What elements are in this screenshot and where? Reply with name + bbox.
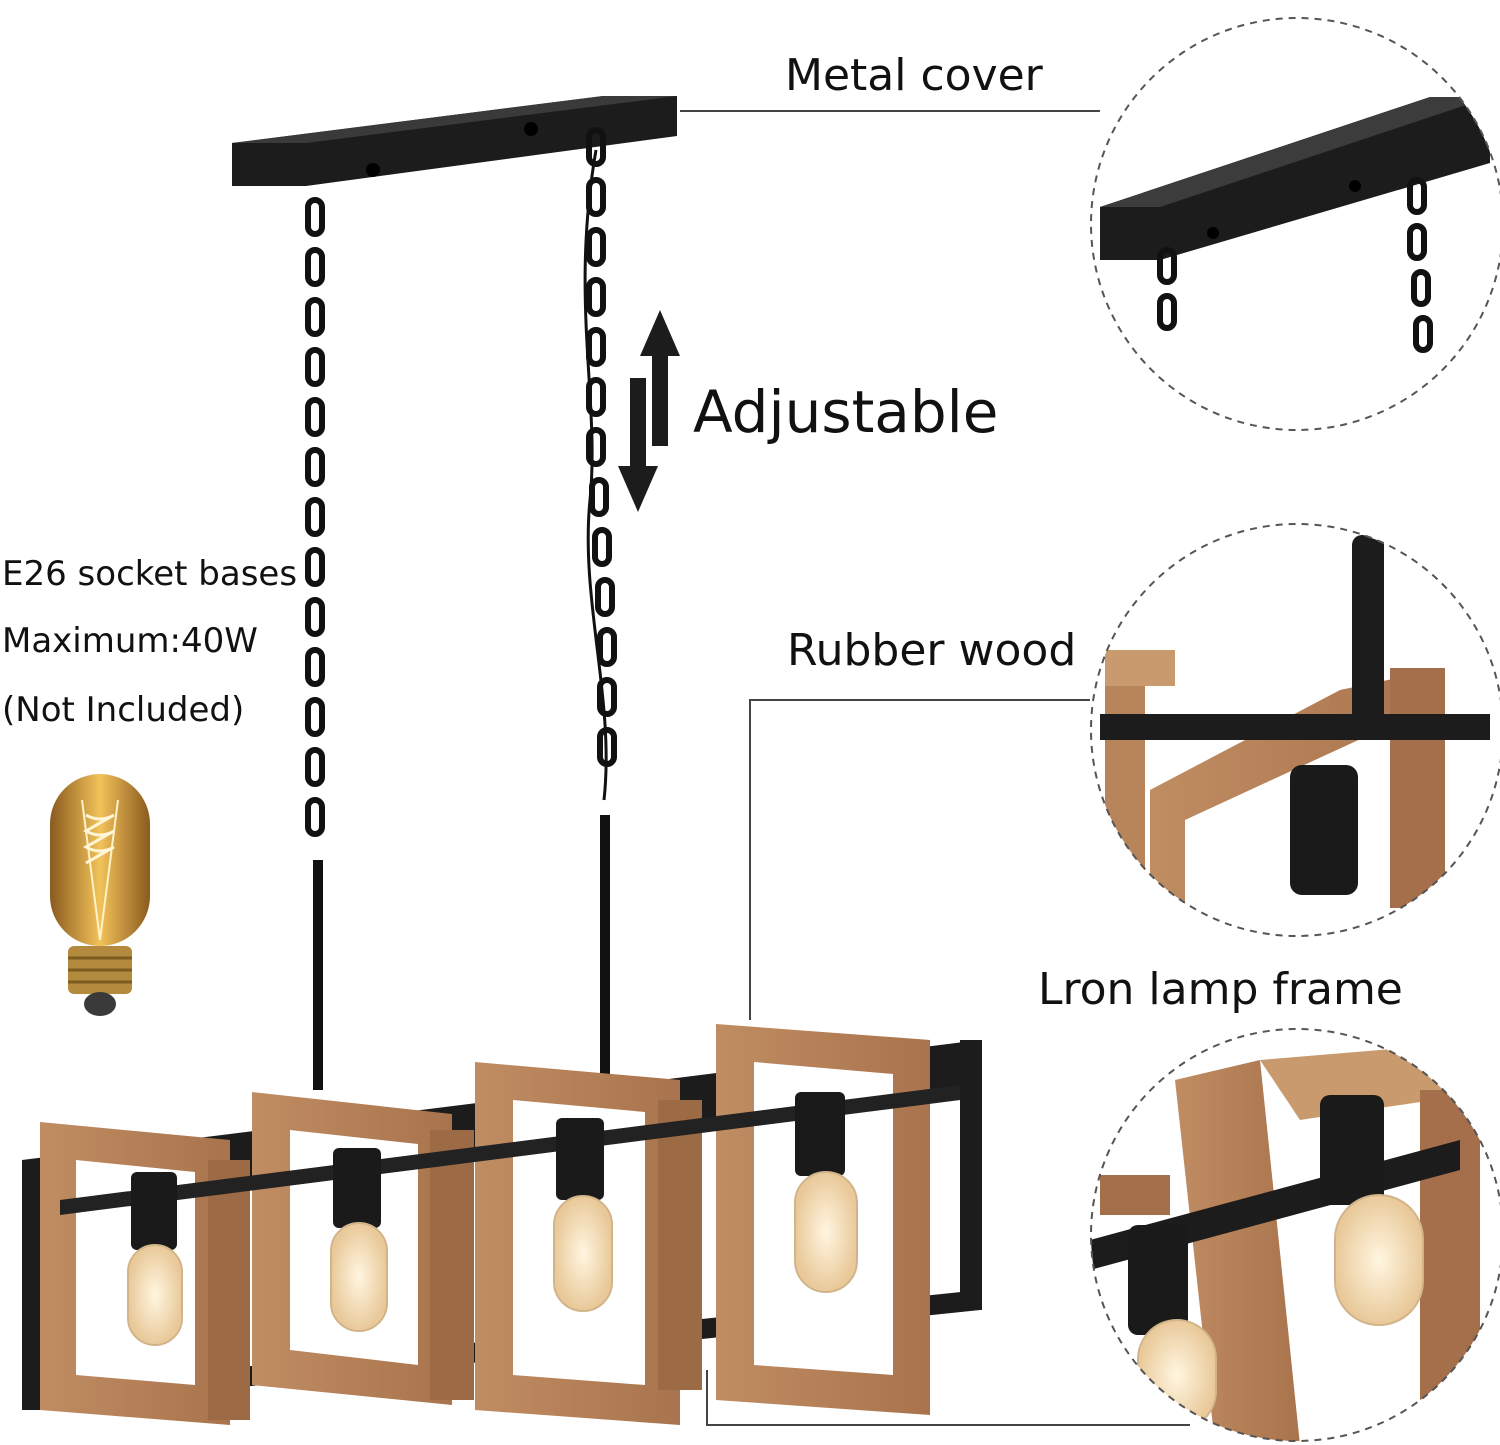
adjustable-label: Adjustable (693, 378, 999, 446)
callout-lines (680, 110, 1190, 1426)
metal-cover-label: Metal cover (785, 50, 1043, 101)
left-downrod (313, 860, 323, 1090)
lamp-fixture (22, 1024, 982, 1425)
up-down-arrow-icon (618, 310, 680, 512)
vintage-bulb-icon (50, 774, 150, 1016)
iron-frame-label: Lron lamp frame (1038, 964, 1403, 1015)
spec-socket: E26 socket bases (2, 554, 298, 594)
left-chain (305, 197, 325, 837)
bulb-1 (127, 1172, 183, 1346)
right-chain (583, 127, 617, 801)
rubber-wood-label: Rubber wood (787, 625, 1077, 676)
bulb-4 (794, 1092, 858, 1293)
right-downrod (600, 815, 610, 1075)
bulb-3 (553, 1118, 613, 1312)
spec-not-included: (Not Included) (2, 690, 245, 730)
bulb-2 (330, 1148, 388, 1332)
detail-metal-cover (1090, 17, 1500, 431)
detail-rubber-wood (1090, 523, 1500, 937)
metal-canopy (232, 96, 677, 186)
detail-iron-frame (1090, 1028, 1500, 1442)
spec-maximum: Maximum:40W (2, 621, 258, 661)
